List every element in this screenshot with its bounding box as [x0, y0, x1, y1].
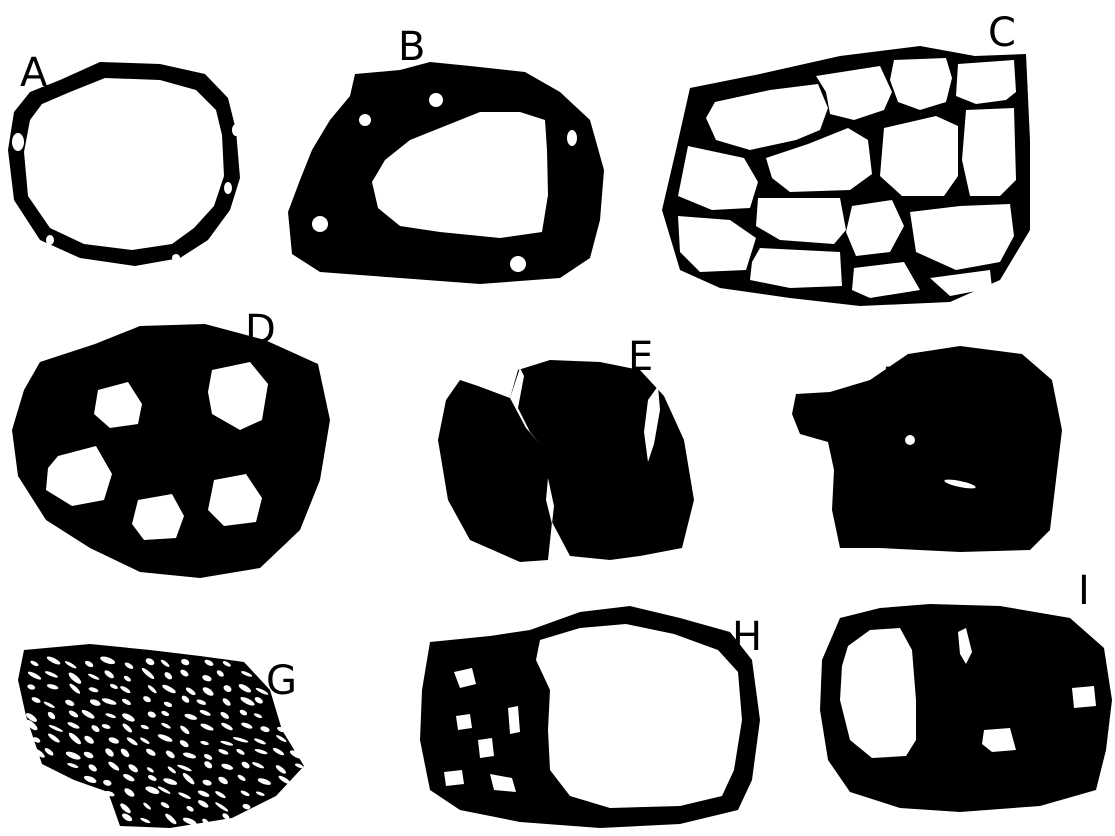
- particle-f-body: [792, 346, 1062, 552]
- particle-h-wall: [420, 606, 760, 828]
- particle-g: G: [18, 644, 305, 828]
- label-b: B: [398, 24, 425, 70]
- particle-h-pore: [508, 706, 520, 734]
- particle-b-wall: [288, 62, 604, 284]
- particle-a: A: [8, 50, 240, 266]
- particle-h-pore: [444, 770, 464, 786]
- particle-a-pore: [224, 182, 232, 194]
- label-a: A: [20, 50, 48, 96]
- label-g: G: [266, 658, 297, 704]
- particle-d-body: [12, 324, 330, 578]
- label-d: D: [245, 307, 276, 353]
- particle-b-pore: [312, 216, 328, 232]
- particle-h: H: [420, 606, 762, 828]
- particle-i-pore: [1072, 686, 1096, 708]
- particle-a-pore: [232, 124, 240, 136]
- label-h: H: [732, 614, 762, 660]
- particle-f-fleck: [905, 435, 915, 445]
- particle-a-pore: [12, 133, 24, 151]
- particle-b: B: [288, 24, 604, 284]
- label-f: F: [882, 360, 905, 406]
- particle-c: C: [662, 10, 1030, 306]
- particle-e: E: [438, 334, 694, 562]
- particle-c-cell: [750, 248, 842, 288]
- particle-c-cell: [962, 108, 1016, 196]
- particle-d: D: [12, 307, 330, 578]
- particle-c-cell: [956, 60, 1016, 104]
- particle-c-cell: [890, 58, 952, 110]
- particle-b-pore: [359, 114, 371, 126]
- particle-h-pore: [478, 738, 494, 758]
- particle-b-pore: [567, 130, 577, 146]
- particle-b-pore: [510, 256, 526, 272]
- particle-a-pore: [172, 254, 180, 262]
- particle-c-cell: [880, 116, 958, 196]
- particle-b-pore: [429, 93, 443, 107]
- label-i: I: [1078, 568, 1090, 614]
- particle-f: F: [792, 346, 1062, 552]
- label-c: C: [988, 10, 1016, 56]
- particle-h-pore: [456, 714, 472, 730]
- particle-i: I: [820, 568, 1112, 812]
- particle-a-pore: [46, 235, 54, 245]
- label-e: E: [628, 334, 653, 380]
